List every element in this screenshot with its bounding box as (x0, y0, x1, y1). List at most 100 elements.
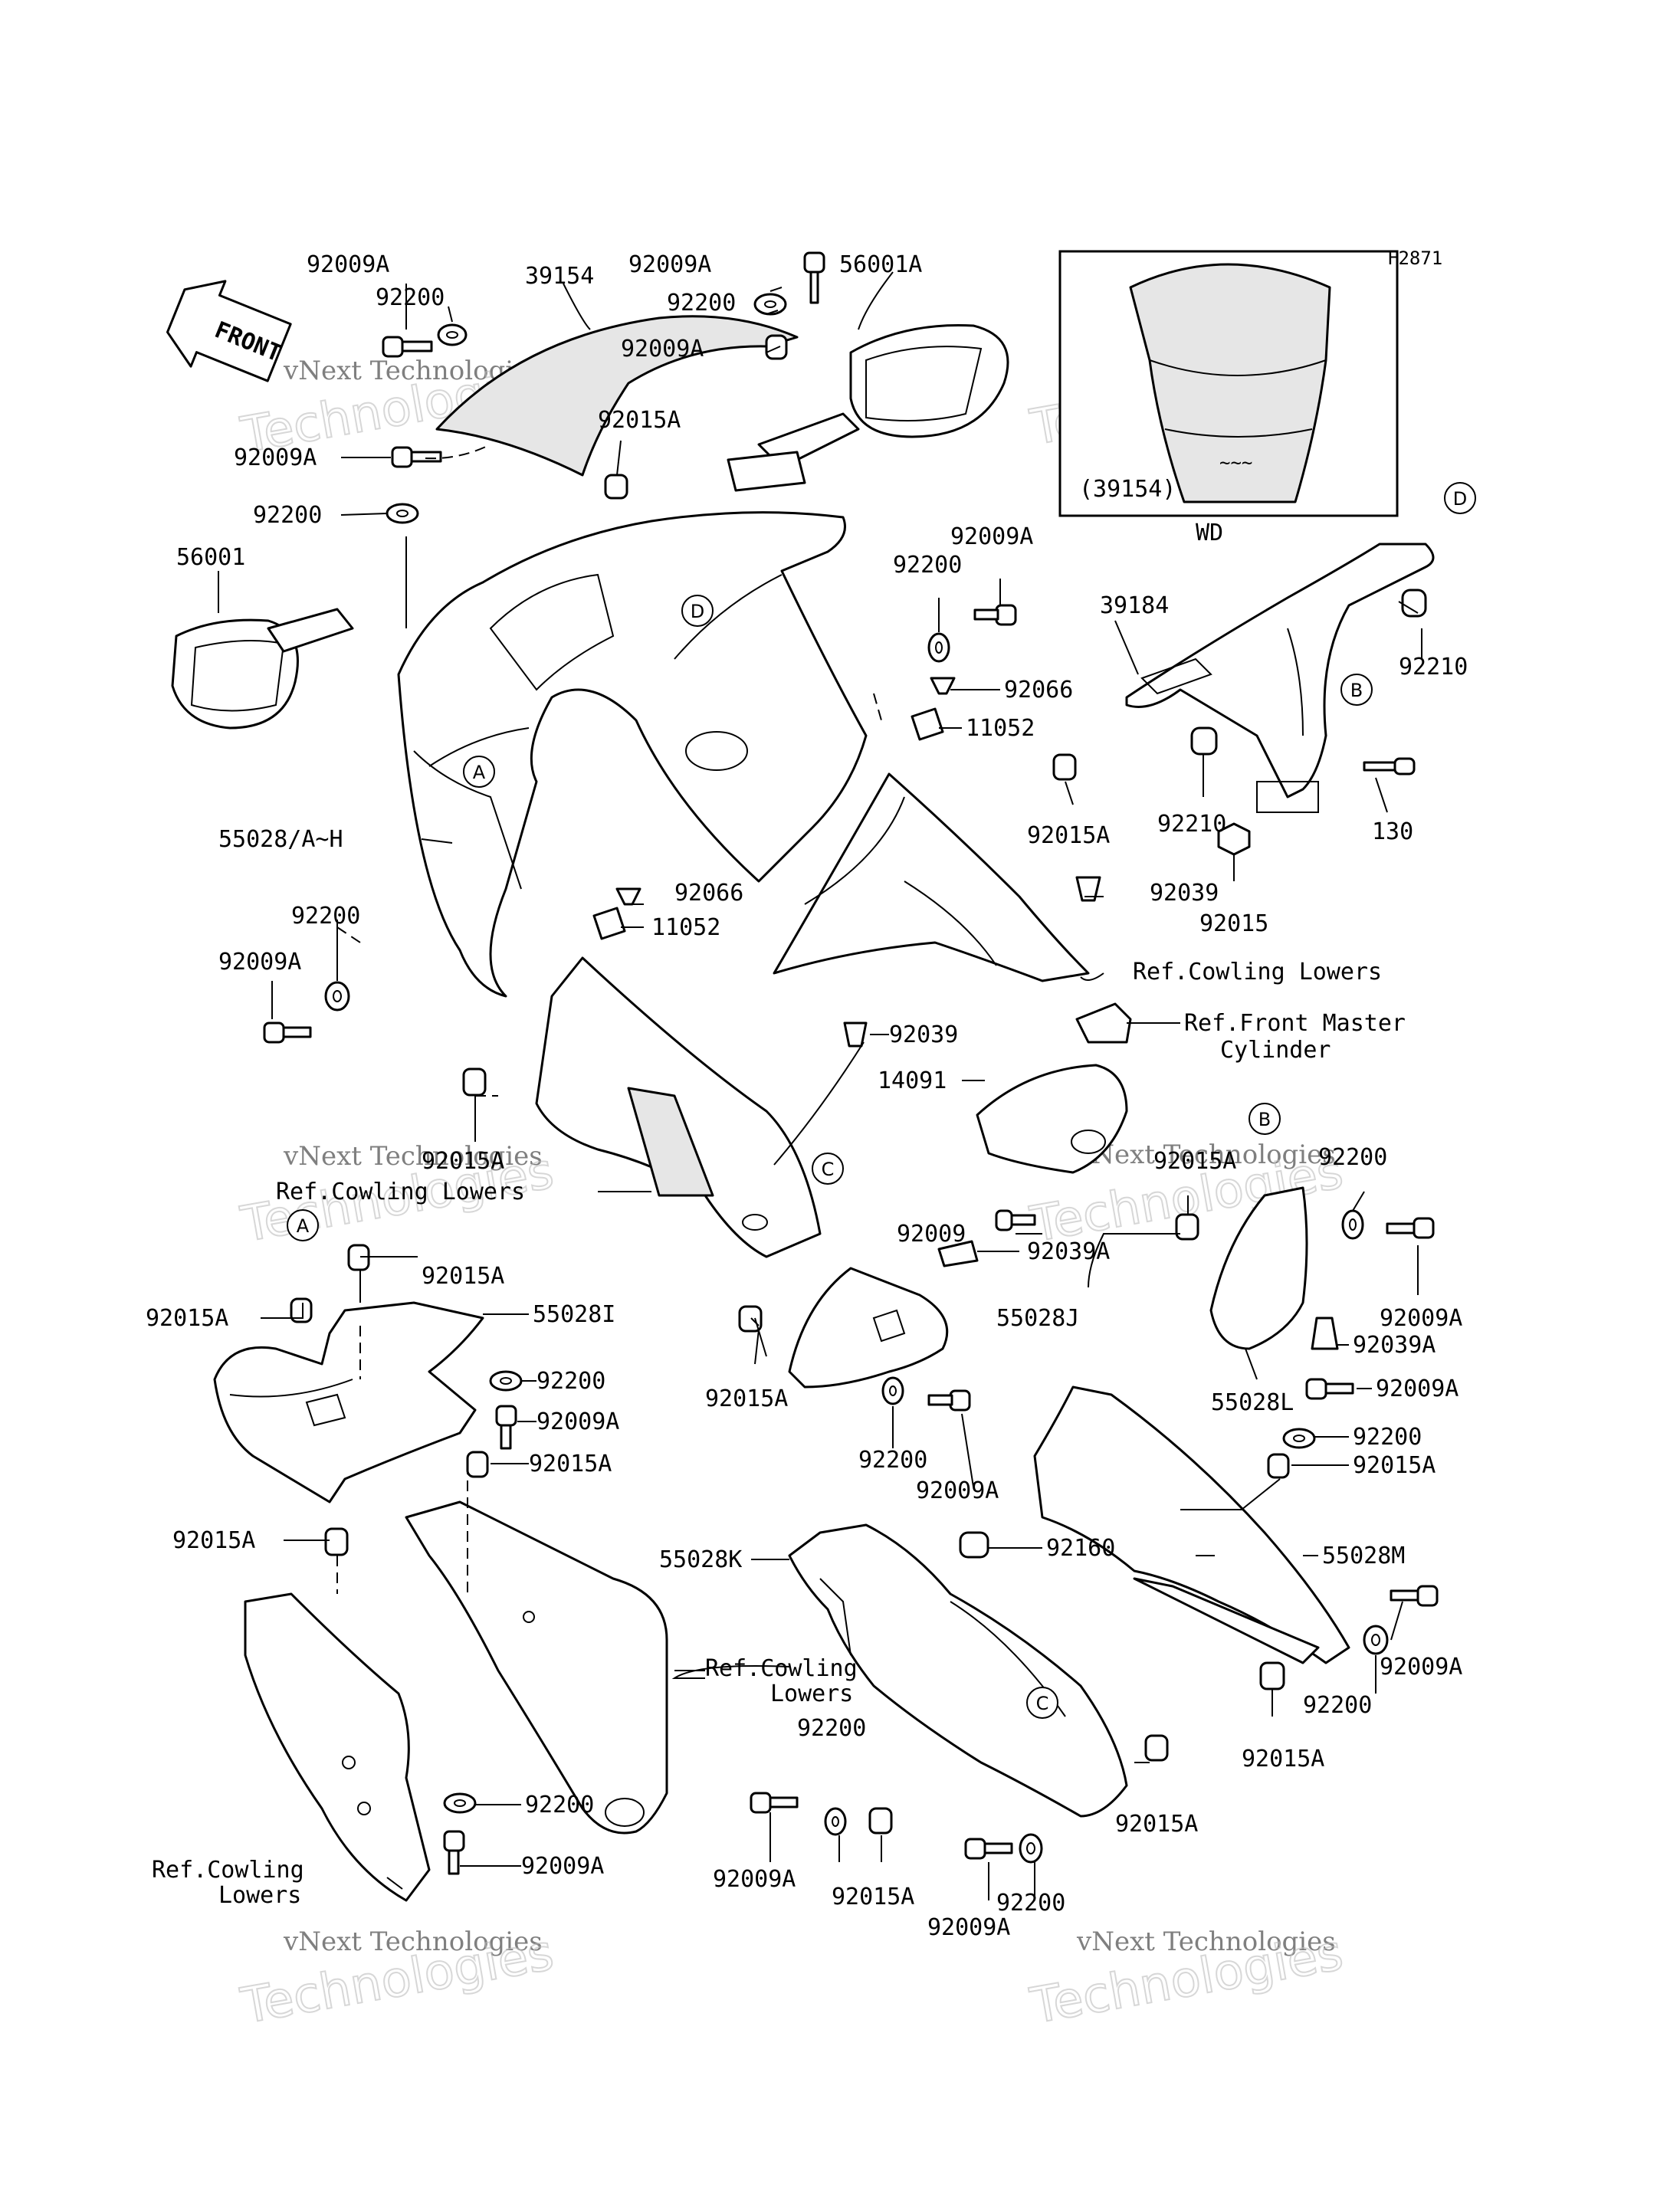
ref-label: Cylinder (1220, 1037, 1331, 1064)
svg-text:B: B (1350, 680, 1363, 701)
watermark-text: vNext Technologies (283, 1141, 543, 1172)
part-label: 92039A (1027, 1238, 1110, 1265)
part-label: 130 (1372, 818, 1413, 845)
part-label: 92015A (172, 1527, 255, 1554)
part-label: 55028I (533, 1301, 615, 1328)
part-label: 92015A (422, 1263, 504, 1290)
bolt-icon (1305, 1378, 1354, 1400)
washer-icon (1341, 1209, 1364, 1240)
part-label: 92009A (218, 949, 301, 976)
lower-cover-left-b (405, 1500, 668, 1835)
washer-icon (437, 323, 468, 346)
washer-icon (489, 1370, 523, 1392)
ref-label: Lowers (770, 1681, 853, 1707)
upper-cowl-55028 (397, 511, 868, 998)
part-label: 92009 (897, 1221, 966, 1248)
inner-cover-55028J (788, 1267, 949, 1389)
nut-icon (1217, 822, 1251, 856)
ref-label: Ref.Cowling (152, 1857, 304, 1884)
part-label: 92200 (893, 552, 962, 579)
ref-circle-B-1: B (1340, 674, 1373, 706)
part-label: 92009A (621, 336, 704, 362)
washer-icon (881, 1376, 904, 1405)
part-label: 92200 (376, 284, 445, 311)
rivet-icon (937, 1240, 979, 1267)
part-label: 92039 (889, 1021, 958, 1048)
part-label: 92015A (1242, 1746, 1324, 1772)
side-cover-55028M (1033, 1385, 1350, 1664)
svg-text:D: D (1453, 488, 1467, 510)
part-label: 92015A (422, 1148, 504, 1175)
part-label: 92200 (667, 290, 736, 316)
grommet-icon (462, 1067, 487, 1097)
part-label: 92200 (1303, 1692, 1372, 1719)
ref-label: Ref.Front Master (1184, 1010, 1406, 1037)
bolt-icon (803, 251, 825, 304)
part-label: 92015 (1199, 910, 1268, 937)
part-label: 92200 (858, 1447, 927, 1474)
part-label: 92009A (927, 1914, 1010, 1941)
grommet-icon (290, 1297, 313, 1323)
clip-icon (592, 907, 626, 940)
washer-icon (324, 981, 350, 1012)
part-label: 92015A (1027, 822, 1110, 849)
bolt-icon (927, 1389, 971, 1412)
inset-badge: ~~~ (1219, 452, 1252, 474)
clip-icon (911, 707, 944, 741)
grommet-icon (1175, 1213, 1199, 1241)
inset-part-number: (39154) (1079, 476, 1176, 503)
part-label: 92015A (598, 407, 681, 434)
part-label: 11052 (651, 914, 720, 941)
part-label: 55028K (659, 1546, 742, 1573)
part-labels: 92009A 92200 39154 92009A 92200 56001A 9… (146, 251, 1468, 1941)
bolt-icon (495, 1405, 517, 1450)
bolt-icon (1386, 1217, 1435, 1239)
washer-icon (824, 1807, 847, 1836)
grommet-icon (1144, 1734, 1169, 1762)
ref-circle-D-2: D (1444, 482, 1476, 514)
part-label: 92200 (797, 1715, 866, 1742)
part-label: 92200 (291, 903, 360, 930)
part-label: 92009A (713, 1866, 796, 1893)
grommet-icon (959, 1531, 989, 1559)
part-label: 92009A (307, 251, 389, 278)
part-label: 92200 (1318, 1144, 1387, 1171)
inset-caption: WD (1196, 520, 1223, 546)
grommet-icon (1401, 589, 1427, 618)
rivet-icon (1075, 876, 1101, 902)
washer-icon (386, 503, 419, 524)
bolt-icon (1363, 757, 1416, 776)
part-label: 92009A (916, 1477, 999, 1504)
grommet-icon (765, 334, 788, 360)
part-label: 92066 (1004, 677, 1073, 703)
bolt-icon (750, 1792, 799, 1814)
grommet-icon (738, 1305, 763, 1333)
part-label: 92009A (1380, 1305, 1462, 1332)
part-label: 56001 (176, 544, 245, 571)
part-label: 92009A (1380, 1654, 1462, 1681)
part-label: 92200 (525, 1792, 594, 1818)
watermark-text: vNext Technologies (1076, 1139, 1336, 1170)
bolt-icon (1390, 1585, 1439, 1607)
bolt-icon (443, 1830, 465, 1875)
part-label: 14091 (878, 1067, 947, 1094)
part-label: 92015A (1353, 1452, 1436, 1479)
svg-text:B: B (1258, 1109, 1271, 1130)
bolt-icon (382, 336, 433, 358)
ref-label: Ref.Cowling (705, 1655, 858, 1682)
grommet-icon (1052, 753, 1077, 781)
part-label: 39154 (525, 263, 594, 290)
part-label: 55028M (1322, 1543, 1405, 1569)
part-label: 92200 (253, 502, 322, 529)
inner-panel-lower (535, 956, 822, 1258)
part-label: 92015A (832, 1884, 914, 1910)
grommet-icon (1190, 726, 1218, 756)
svg-text:A: A (473, 762, 486, 783)
grommet-icon (868, 1807, 893, 1835)
part-label: 92015A (529, 1451, 612, 1477)
part-label: 92039 (1150, 880, 1219, 907)
rivet-icon (1311, 1317, 1339, 1350)
grommet-icon (1267, 1453, 1290, 1479)
windscreen-39154 (435, 315, 799, 477)
